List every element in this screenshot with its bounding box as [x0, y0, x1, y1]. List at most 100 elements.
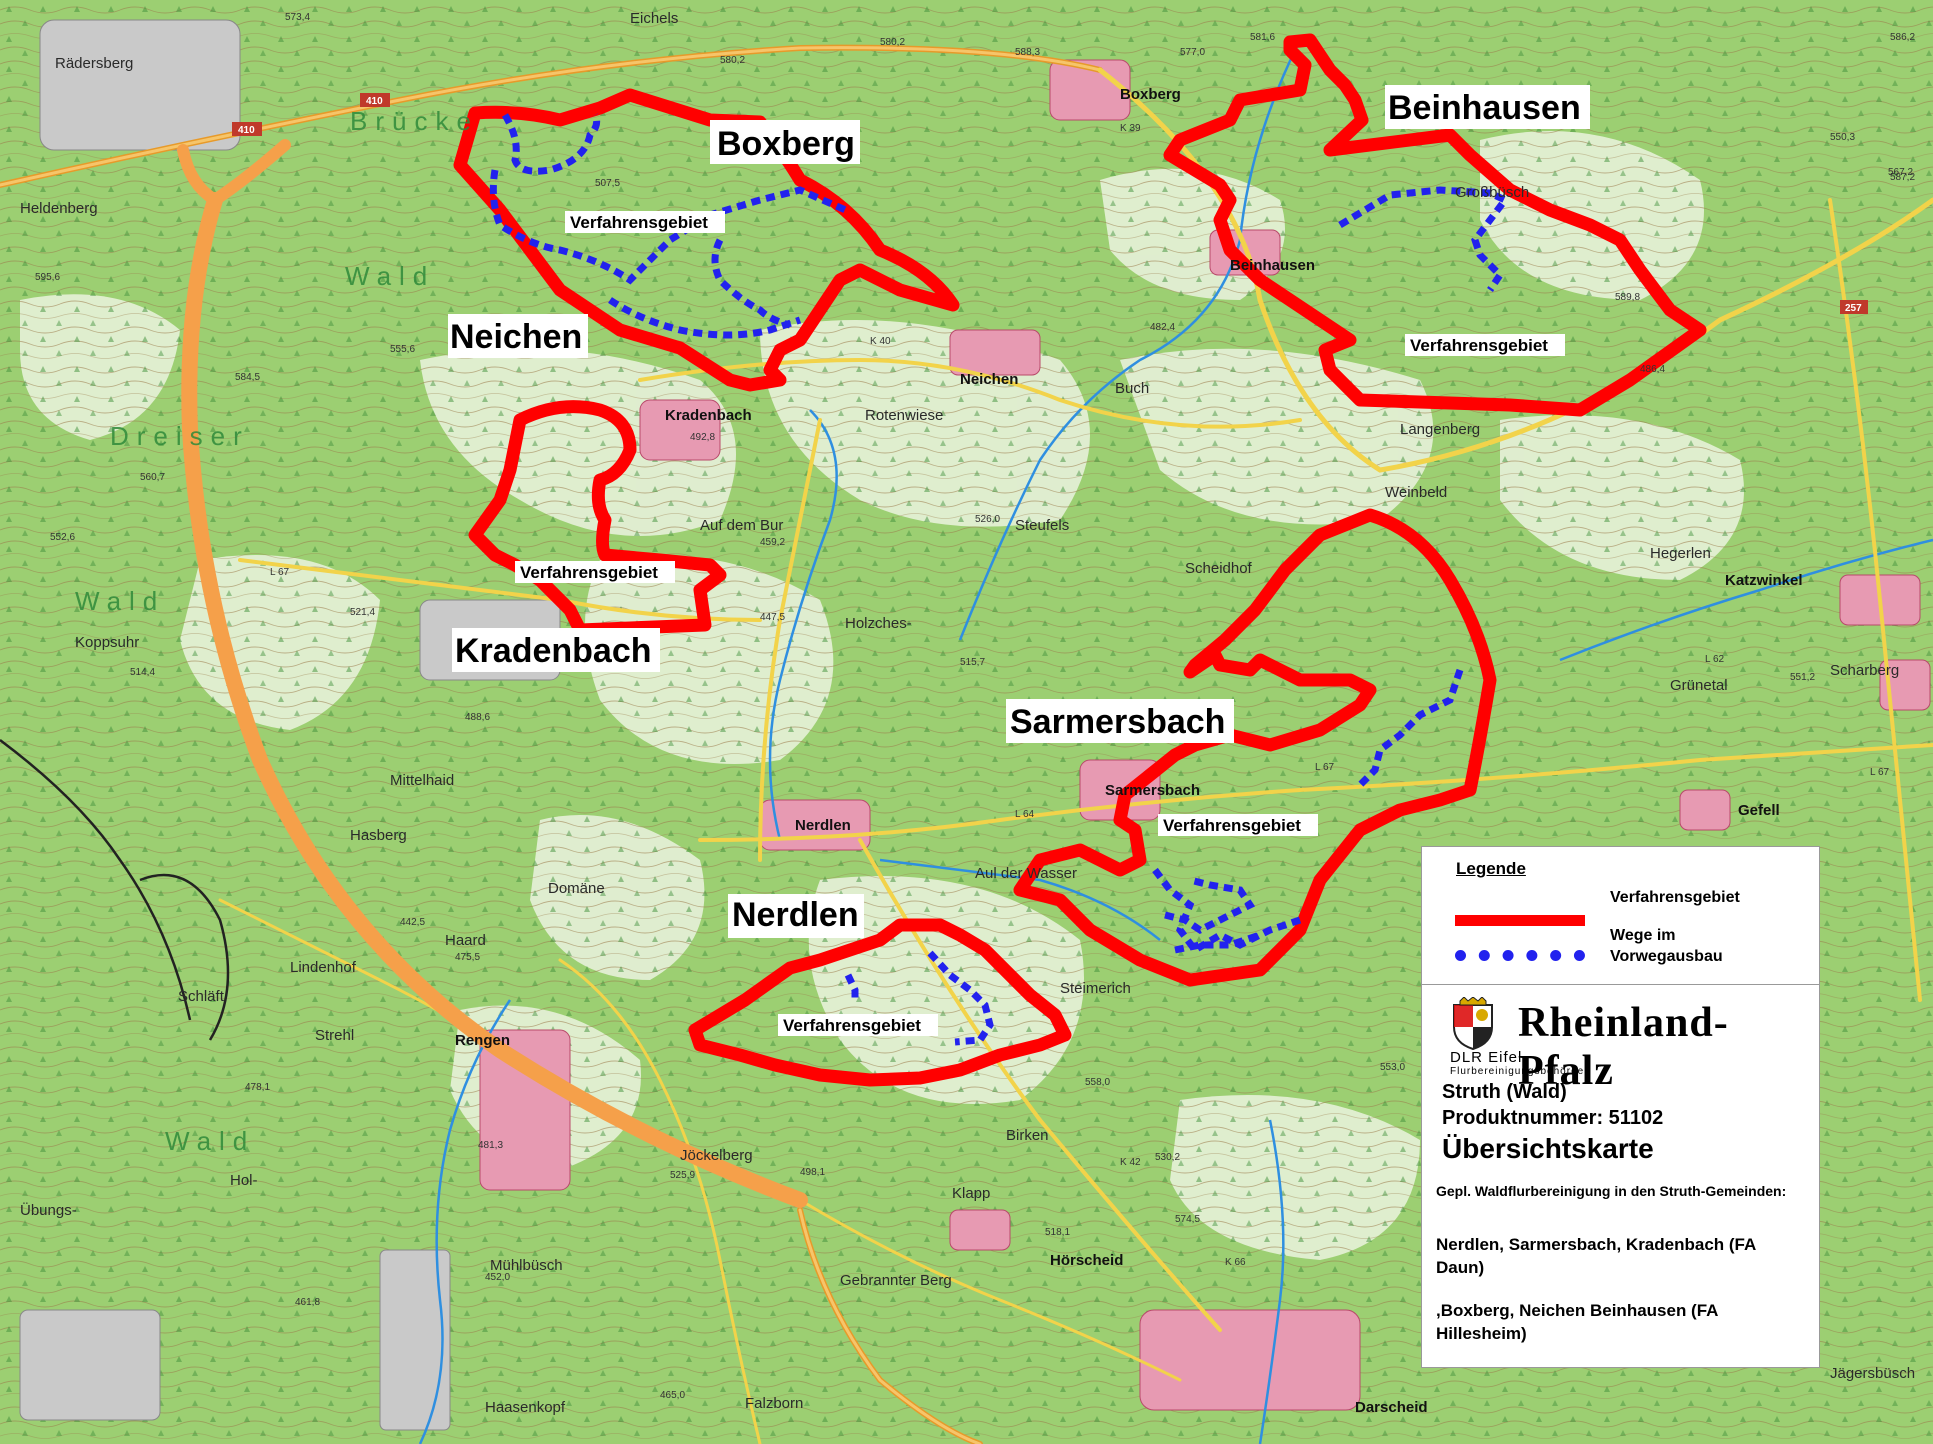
spot-height: 515,7	[960, 657, 985, 668]
road-number: K 40	[870, 336, 891, 347]
spot-height: 521,4	[350, 607, 375, 618]
town-label: Boxberg	[1120, 86, 1181, 103]
terrain-label: Hegerlen	[1650, 545, 1711, 562]
road-number: 410	[238, 125, 255, 136]
road-number: L 67	[270, 567, 290, 578]
village-label-nerdlen: Nerdlen	[732, 896, 859, 934]
town-label: Rengen	[455, 1032, 510, 1049]
town-label: Gefell	[1738, 802, 1780, 819]
procedure-area-sarmersbach[interactable]	[1013, 508, 1497, 987]
terrain-label: Eichels	[630, 10, 678, 27]
motorway-fork	[177, 139, 291, 208]
village-labels: Boxberg Beinhausen Neichen Kradenbach Sa…	[448, 85, 1590, 938]
town-label: Beinhausen	[1230, 257, 1315, 274]
spot-height: 580,2	[720, 55, 745, 66]
terrain-label: Übungs-	[20, 1201, 77, 1219]
procedure-area-kradenbach[interactable]	[468, 400, 727, 637]
spot-height: 488,6	[465, 712, 490, 723]
area-label-kradenbach: Verfahrensgebiet	[520, 563, 658, 582]
terrain-label: Buch	[1115, 380, 1149, 397]
road-number: L 67	[1870, 767, 1890, 778]
procedure-area-beinhausen[interactable]	[1163, 33, 1707, 417]
terrain-label: Aul der Wasser	[975, 865, 1077, 882]
terrain-label: Jöckelberg	[680, 1147, 753, 1164]
railway	[0, 739, 230, 1041]
terrain-label: Holzches-	[845, 615, 912, 632]
terrain-label: Steimerich	[1060, 980, 1131, 997]
terrain-label: Rotenwiese	[865, 407, 943, 424]
state-name: Rheinland-Pfalz	[1518, 1000, 1729, 1094]
spot-height: 478,1	[245, 1082, 270, 1093]
motorway-corridor	[181, 192, 808, 1208]
terrain-label: Birken	[1006, 1127, 1049, 1144]
procedure-area-nerdlen[interactable]	[688, 918, 1072, 1087]
road-number: L 67	[1315, 762, 1335, 773]
town-label: Kradenbach	[665, 407, 752, 424]
procedure-area-boxberg[interactable]	[453, 88, 960, 392]
terrain-label: Heldenberg	[20, 200, 98, 217]
agency-subtitle: Flurbereinigungsbehörde	[1450, 1066, 1585, 1077]
road-works-paths	[489, 113, 1511, 1046]
terrain-label: Mühlbüsch	[490, 1257, 563, 1274]
spot-height: 518,1	[1045, 1227, 1070, 1238]
road-number: 257	[1845, 303, 1862, 314]
area-label-beinhausen: Verfahrensgebiet	[1410, 336, 1548, 355]
project-name: Struth (Wald)	[1442, 1081, 1567, 1103]
terrain-label: Weinbeld	[1385, 484, 1447, 501]
spot-height: 507,5	[595, 178, 620, 189]
village-label-boxberg: Boxberg	[717, 125, 855, 163]
road-number-labels: 410 410 K 39 K 40 K 66 L 67 L 67 L 67 25…	[232, 93, 1890, 1268]
road-number: K 66	[1225, 1257, 1246, 1268]
town-label: Sarmersbach	[1105, 782, 1200, 799]
spot-height: 492,8	[690, 432, 715, 443]
town-label: Jägersbüsch	[1830, 1365, 1915, 1382]
spot-height: 574,5	[1175, 1214, 1200, 1225]
spot-height: 586,2	[1890, 32, 1915, 43]
terrain-label: Scheidhof	[1185, 560, 1253, 577]
spot-height: 482,4	[1150, 322, 1175, 333]
spot-heights: 573,4 580,2 588,3 577,0 581,6 586,2 595,…	[35, 12, 1915, 1401]
spot-height: 525,9	[670, 1170, 695, 1181]
spot-height: 465,0	[660, 1390, 685, 1401]
communes-daun: Nerdlen, Sarmersbach, Kradenbach (FA Dau…	[1436, 1235, 1756, 1277]
area-label-sarmersbach: Verfahrensgebiet	[1163, 816, 1301, 835]
spot-height: 514,4	[130, 667, 155, 678]
legend-title: Legende	[1456, 859, 1526, 878]
spot-height: 587,2	[1890, 172, 1915, 183]
product-number: Produktnummer: 51102	[1442, 1107, 1664, 1129]
legend-area-swatch	[1455, 915, 1585, 926]
terrain-label: Wald	[345, 261, 435, 291]
terrain-label: Strehl	[315, 1027, 354, 1044]
terrain-label: Wald	[75, 586, 165, 616]
terrain-labels: Brücke Wald Dreiser Wald Mittelhaid Hasb…	[20, 10, 1728, 1416]
legend-area-label: Verfahrensgebiet	[1610, 889, 1740, 906]
terrain-label: Mittelhaid	[390, 772, 454, 789]
coat-of-arms-icon	[1453, 997, 1493, 1051]
spot-height: 588,3	[1015, 47, 1040, 58]
terrain-label: Koppsuhr	[75, 634, 139, 651]
town-label: Darscheid	[1355, 1399, 1428, 1416]
terrain-label: Auf dem Bur	[700, 517, 783, 534]
town-label: Katzwinkel	[1725, 572, 1803, 589]
spot-height: 530,2	[1155, 1152, 1180, 1163]
terrain-label: Haasenkopf	[485, 1399, 566, 1416]
spot-height: 558,0	[1085, 1077, 1110, 1088]
communes-hillesheim: ,Boxberg, Neichen Beinhausen (FA Hillesh…	[1436, 1301, 1718, 1343]
spot-height: 551,2	[1790, 672, 1815, 683]
spot-height: 481,3	[478, 1140, 503, 1151]
area-label-boxberg: Verfahrensgebiet	[570, 213, 708, 232]
terrain-label: Falzborn	[745, 1395, 803, 1412]
village-label-kradenbach: Kradenbach	[455, 632, 652, 670]
terrain-label: Domäne	[548, 880, 605, 897]
terrain-label: Steufels	[1015, 517, 1069, 534]
spot-height: 584,5	[235, 372, 260, 383]
spot-height: 577,0	[1180, 47, 1205, 58]
spot-height: 526,0	[975, 514, 1000, 525]
town-labels: Rädersberg Boxberg Beinhausen Neichen Kr…	[55, 55, 1915, 1416]
terrain-label: Hol-	[230, 1172, 258, 1189]
terrain-label: Hasberg	[350, 827, 407, 844]
spot-height: 498,1	[800, 1167, 825, 1178]
title-block: Rheinland-Pfalz DLR Eifel Flurbereinigun…	[1421, 984, 1820, 1368]
spot-height: 580,2	[880, 37, 905, 48]
spot-height: 573,4	[285, 12, 310, 23]
